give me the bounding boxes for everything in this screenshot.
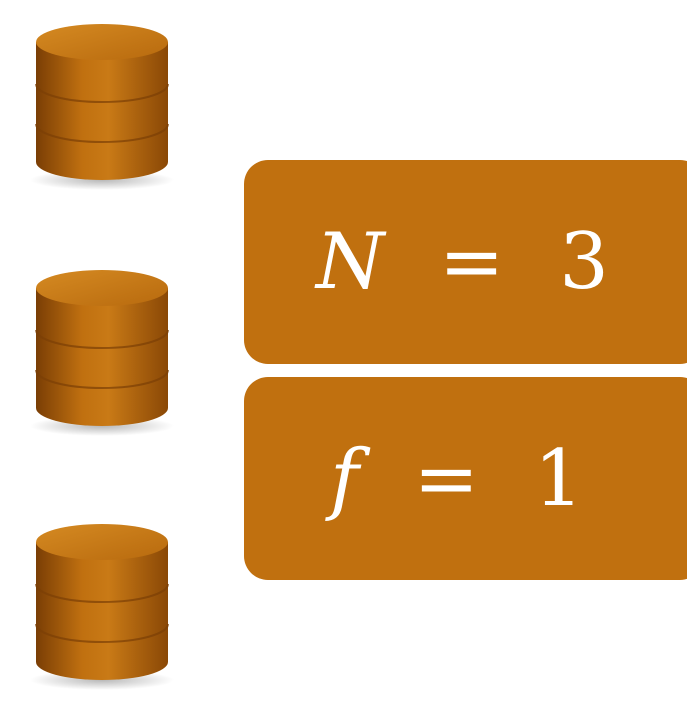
param-equation-f: f = 1 [330, 434, 583, 524]
database-icon [30, 524, 174, 690]
param-variable-n: N [316, 217, 385, 307]
param-box-f: f = 1 [244, 377, 687, 580]
param-value-n: 3 [559, 217, 609, 307]
database-3 [18, 512, 186, 692]
database-1 [18, 12, 186, 192]
param-operator-n: = [439, 217, 505, 307]
database-2 [18, 258, 186, 438]
param-equation-n: N = 3 [316, 217, 609, 307]
database-icon [30, 270, 174, 436]
database-icon [30, 24, 174, 190]
param-value-f: 1 [533, 433, 584, 524]
param-box-n: N = 3 [244, 160, 687, 364]
param-variable-f: f [330, 433, 359, 524]
param-operator-f: = [413, 433, 480, 524]
